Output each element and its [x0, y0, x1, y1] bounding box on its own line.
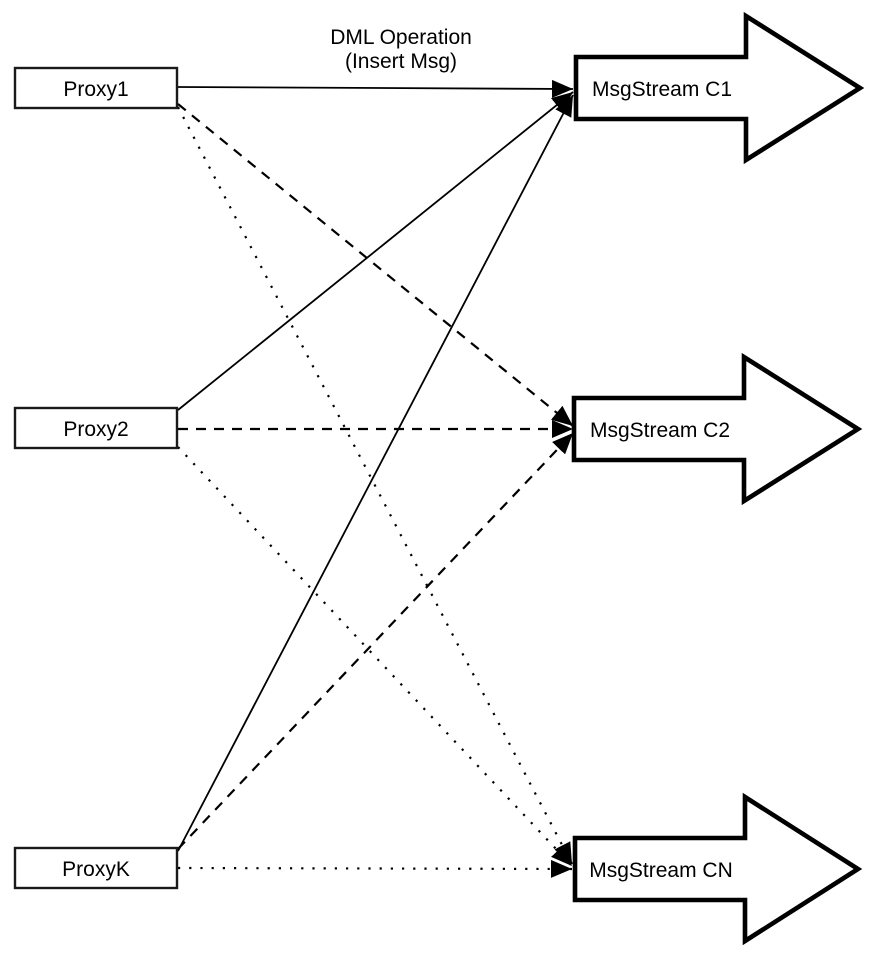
msgstream-c2-arrow — [571, 352, 863, 506]
proxyk-node: ProxyK — [13, 846, 179, 890]
proxy1-node: Proxy1 — [13, 66, 179, 110]
proxy2-box — [13, 406, 179, 450]
proxy1-box — [13, 66, 179, 110]
diagram-title-line1: DML Operation — [330, 26, 472, 49]
connector-proxy2-to-cn — [177, 446, 573, 867]
diagram-title: DML Operation (Insert Msg) — [330, 26, 472, 73]
connector-proxy1-to-cn — [177, 106, 573, 865]
msgstream-cn-label: MsgStream CN — [589, 859, 733, 882]
diagram-title-line2: (Insert Msg) — [345, 50, 457, 73]
msgstream-c1-label: MsgStream C1 — [592, 78, 732, 101]
msgstream-cn-arrow — [572, 792, 863, 946]
msgstream-c2-node: MsgStream C2 — [571, 352, 863, 506]
connectors — [177, 79, 574, 878]
proxy2-label: Proxy2 — [63, 418, 128, 441]
proxyk-box — [13, 846, 179, 890]
connector-proxyk-to-cn — [177, 859, 573, 878]
connector-proxyk-to-c1 — [177, 94, 574, 852]
msgstream-cn-node: MsgStream CN — [572, 792, 863, 946]
msgstream-c2-label: MsgStream C2 — [590, 419, 730, 442]
msgstream-c1-node: MsgStream C1 — [573, 11, 865, 165]
proxyk-label: ProxyK — [62, 858, 130, 881]
connector-proxyk-to-c2 — [177, 432, 574, 850]
connector-proxy2-to-c1 — [177, 91, 574, 411]
msgstream-c1-arrow — [573, 11, 865, 165]
connector-proxy1-to-c1 — [177, 79, 574, 98]
proxy1-label: Proxy1 — [63, 78, 128, 101]
connector-proxy1-to-c2 — [177, 103, 574, 427]
proxy2-node: Proxy2 — [13, 406, 179, 450]
